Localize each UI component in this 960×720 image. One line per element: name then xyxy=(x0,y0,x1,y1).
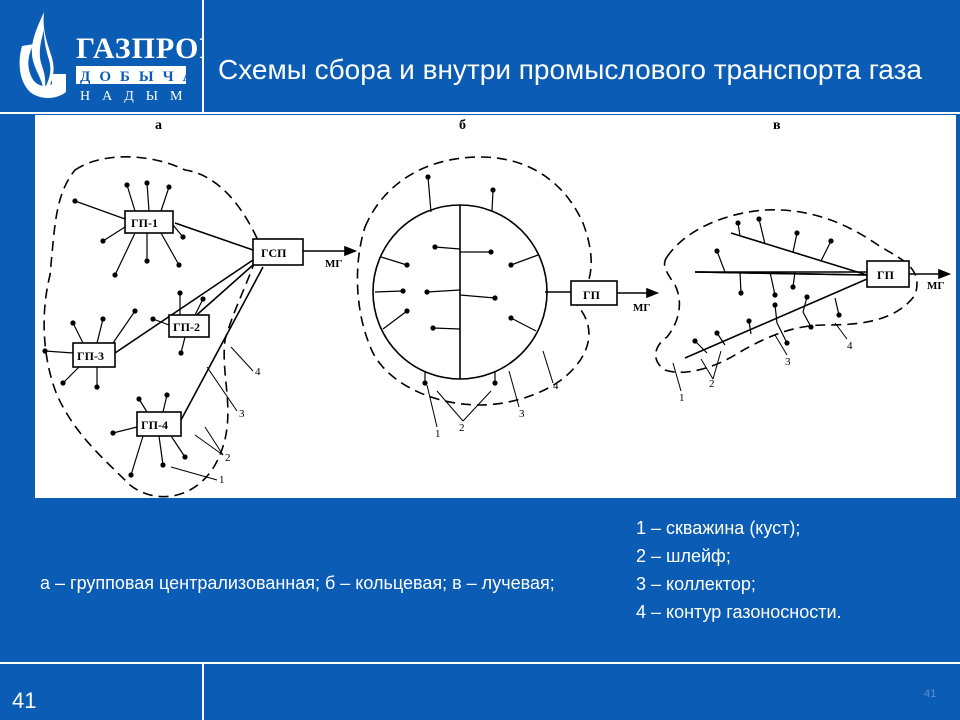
legend-item: 3 – коллектор; xyxy=(636,574,756,594)
scheme-caption: а – групповая централизованная; б – коль… xyxy=(40,573,555,593)
mg-label-c: МГ xyxy=(927,280,944,292)
legend-item: 2 – шлейф; xyxy=(636,546,731,566)
header-rule xyxy=(0,112,960,114)
callout-b-4: 4 xyxy=(553,380,559,392)
node-gp-c: ГП xyxy=(877,268,895,282)
gas-contour-b xyxy=(356,156,592,406)
gas-contour-c xyxy=(655,209,918,374)
callout-c-4: 4 xyxy=(847,340,853,352)
svg-text:ДОБЫЧА: ДОБЫЧА xyxy=(80,69,202,85)
header-divider xyxy=(202,0,204,112)
node-gp3: ГП-3 xyxy=(77,349,104,363)
callout-c-1: 1 xyxy=(679,392,685,404)
label-b: б xyxy=(459,118,466,133)
callout-b-2: 2 xyxy=(459,422,465,434)
callout-a-2: 2 xyxy=(225,452,231,464)
node-gp1: ГП-1 xyxy=(131,216,158,230)
label-c: в xyxy=(773,118,781,133)
callout-c-2: 2 xyxy=(709,378,715,390)
legend-item: 1 – скважина (куст); xyxy=(636,518,801,538)
svg-text:НАДЫМ: НАДЫМ xyxy=(80,89,194,104)
node-gp4: ГП-4 xyxy=(141,418,168,432)
diagram-panel: а б в ГП-1 xyxy=(35,115,956,498)
page-title: Схемы сбора и внутри промыслового трансп… xyxy=(218,54,922,85)
callout-b-1: 1 xyxy=(435,428,441,440)
header-bar xyxy=(0,0,960,112)
node-gp2: ГП-2 xyxy=(173,320,200,334)
label-a: а xyxy=(155,118,162,133)
node-gsp: ГСП xyxy=(261,246,287,260)
scheme-c: ГП МГ xyxy=(655,209,952,404)
legend-item: 4 – контур газоносности. xyxy=(636,602,842,622)
mg-label-a: МГ xyxy=(325,258,342,270)
callout-c-3: 3 xyxy=(785,356,791,368)
gazprom-logo: ГАЗПРОМ ДОБЫЧА НАДЫМ xyxy=(0,0,228,112)
legend: 1 – скважина (куст); 2 – шлейф; 3 – колл… xyxy=(636,514,842,626)
scheme-a: ГП-1 ГСП МГ ГП-2 xyxy=(42,156,358,498)
footer-rule xyxy=(0,662,960,664)
node-gp-b: ГП xyxy=(583,288,601,302)
callout-b-3: 3 xyxy=(519,408,525,420)
footer xyxy=(0,662,960,720)
callout-a-4: 4 xyxy=(255,366,261,378)
gas-contour-a xyxy=(43,156,261,498)
mg-label-b: МГ xyxy=(633,302,650,314)
page-number-small: 41 xyxy=(924,688,937,700)
footer-divider xyxy=(202,662,204,720)
svg-text:ГАЗПРОМ: ГАЗПРОМ xyxy=(76,32,202,65)
callout-a-1: 1 xyxy=(219,474,225,486)
page-number: 41 xyxy=(12,688,37,713)
scheme-b: ГП МГ xyxy=(356,156,660,440)
callout-a-3: 3 xyxy=(239,408,245,420)
